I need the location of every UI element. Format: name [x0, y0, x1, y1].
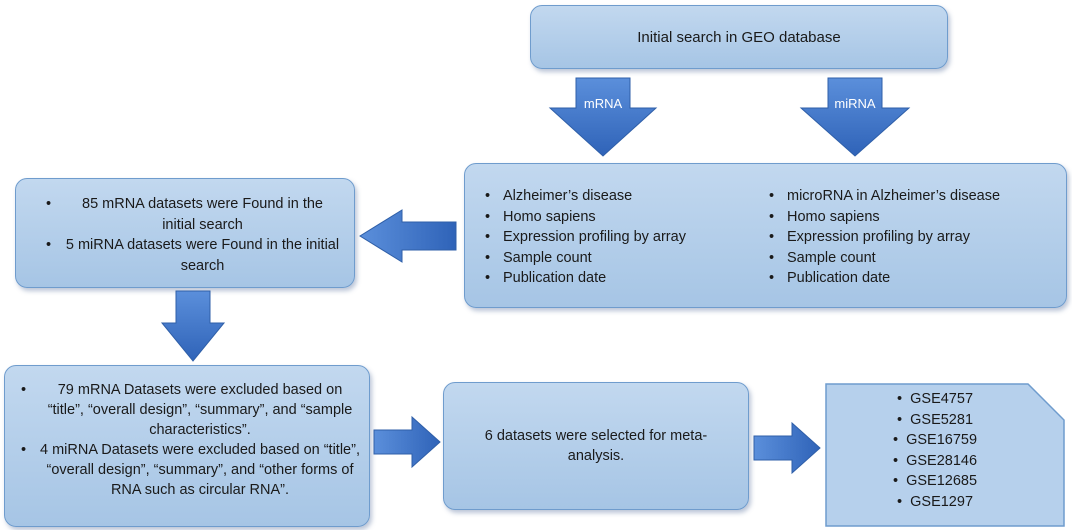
- mrna-criteria-item: Sample count: [485, 248, 686, 269]
- mrna-arrow-label: mRNA: [583, 96, 623, 111]
- found-item: 85 mRNA datasets were Found in the initi…: [46, 194, 341, 235]
- selected-right-arrow: [753, 421, 821, 475]
- gse-item: GSE16759: [860, 430, 1010, 451]
- left-arrow: [359, 209, 457, 263]
- gse-item: GSE28146: [860, 451, 1010, 472]
- mirna-down-arrow: [799, 77, 911, 157]
- selected-box: 6 datasets were selected for meta-analys…: [443, 382, 749, 510]
- mirna-criteria-item: Publication date: [769, 268, 1000, 289]
- selected-text: 6 datasets were selected for meta-analys…: [484, 427, 708, 465]
- gse-list: GSE4757 GSE5281 GSE16759 GSE28146 GSE126…: [860, 389, 1010, 512]
- mirna-arrow-label: miRNA: [834, 96, 876, 111]
- excluded-item: 4 miRNA Datasets were excluded based on …: [21, 440, 361, 500]
- found-list: 85 mRNA datasets were Found in the initi…: [46, 194, 341, 276]
- initial-search-text: Initial search in GEO database: [637, 28, 841, 46]
- excluded-box: 79 mRNA Datasets were excluded based on …: [4, 365, 370, 527]
- mirna-criteria-list: microRNA in Alzheimer’s disease Homo sap…: [769, 186, 1000, 289]
- excluded-item: 79 mRNA Datasets were excluded based on …: [21, 380, 361, 440]
- mrna-criteria-item: Alzheimer’s disease: [485, 186, 686, 207]
- excluded-right-arrow: [373, 415, 441, 469]
- mirna-criteria-item: Sample count: [769, 248, 1000, 269]
- mirna-criteria-item: Expression profiling by array: [769, 227, 1000, 248]
- mirna-criteria-item: Homo sapiens: [769, 207, 1000, 228]
- found-box: 85 mRNA datasets were Found in the initi…: [15, 178, 355, 288]
- mrna-down-arrow: [548, 77, 658, 157]
- initial-search-box: Initial search in GEO database: [530, 5, 948, 69]
- excluded-list: 79 mRNA Datasets were excluded based on …: [21, 380, 361, 500]
- found-item: 5 miRNA datasets were Found in the initi…: [46, 235, 341, 276]
- gse-item: GSE5281: [860, 410, 1010, 431]
- mirna-criteria-item: microRNA in Alzheimer’s disease: [769, 186, 1000, 207]
- gse-item: GSE1297: [860, 492, 1010, 513]
- mrna-criteria-list: Alzheimer’s disease Homo sapiens Express…: [485, 186, 686, 289]
- mrna-criteria-item: Publication date: [485, 268, 686, 289]
- gse-item: GSE4757: [860, 389, 1010, 410]
- mrna-criteria-item: Homo sapiens: [485, 207, 686, 228]
- found-down-arrow: [160, 290, 226, 362]
- criteria-box: Alzheimer’s disease Homo sapiens Express…: [464, 163, 1067, 308]
- mrna-criteria-item: Expression profiling by array: [485, 227, 686, 248]
- gse-item: GSE12685: [860, 471, 1010, 492]
